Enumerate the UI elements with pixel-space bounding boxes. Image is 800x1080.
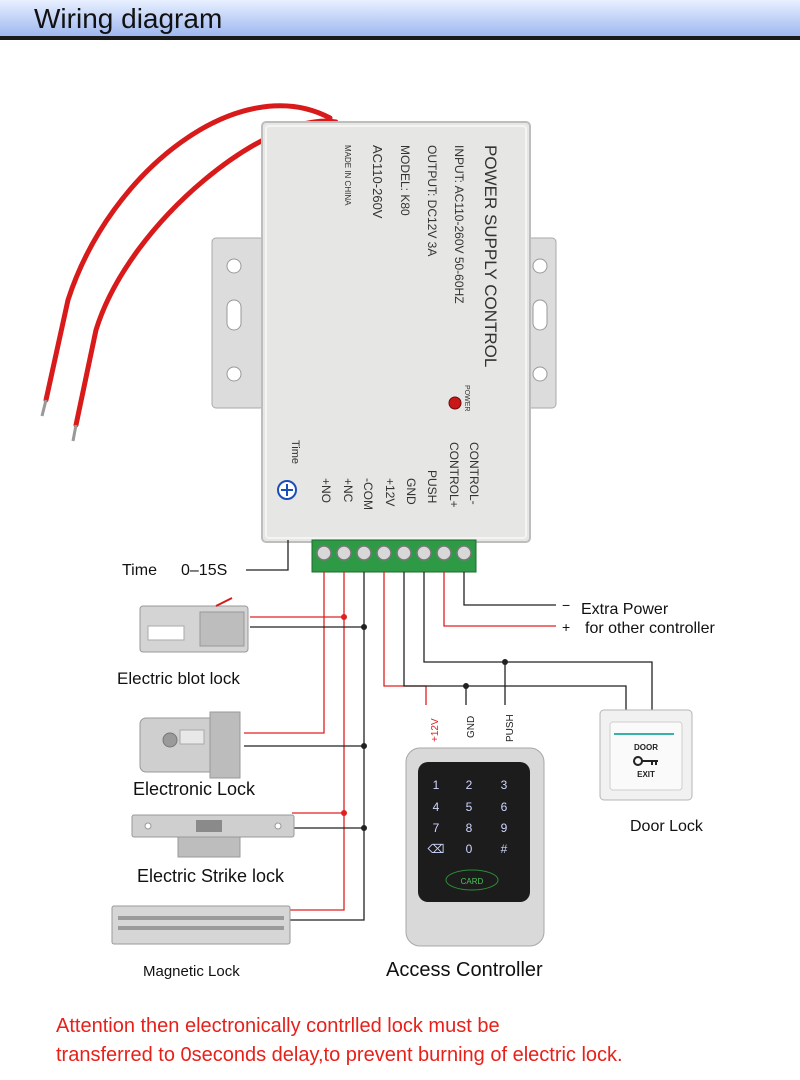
extra-power-plus: + <box>562 619 570 635</box>
key-6: 6 <box>501 800 508 814</box>
access-controller-label: Access Controller <box>386 959 543 981</box>
bolt-lock-image <box>139 597 249 653</box>
wire-label-push: PUSH <box>505 714 516 742</box>
key-0: 0 <box>466 842 473 856</box>
key-1: 1 <box>433 778 440 792</box>
strike-lock-label: Electric Strike lock <box>137 866 285 886</box>
key-4: 4 <box>433 800 440 814</box>
box-title: POWER SUPPLY CONTROL <box>481 145 500 367</box>
time-range-value: 0–15S <box>181 562 227 579</box>
key-2: 2 <box>466 778 473 792</box>
strike-lock-image <box>131 814 295 858</box>
door-lock-label: Door Lock <box>630 818 704 835</box>
key-hash: # <box>501 842 508 856</box>
exit-button-image <box>599 709 693 801</box>
terminal-control-minus: CONTROL- <box>467 442 481 505</box>
time-knob-icon <box>277 480 297 500</box>
header-bar: Wiring diagram <box>0 0 800 40</box>
terminal-com: -COM <box>361 478 375 510</box>
bolt-lock-label: Electric blot lock <box>117 669 240 688</box>
extra-power-minus: − <box>562 597 570 613</box>
time-range-label: Time <box>122 562 157 579</box>
key-back: ⌫ <box>428 842 445 856</box>
magnetic-lock-label: Magnetic Lock <box>143 963 240 980</box>
page-title: Wiring diagram <box>34 3 223 34</box>
terminal-gnd: GND <box>404 478 418 505</box>
magnetic-lock-image <box>111 905 291 945</box>
card-reader-label: CARD <box>461 877 484 886</box>
wire-tips <box>40 399 78 442</box>
terminal-block <box>311 539 477 573</box>
extra-power-label: Extra Power <box>581 601 669 618</box>
electronic-lock-image <box>139 711 241 779</box>
key-8: 8 <box>466 821 473 835</box>
box-made-in: MADE IN CHINA <box>343 145 352 206</box>
terminal-push: PUSH <box>425 470 439 503</box>
attention-line-2: transferred to 0seconds delay,to prevent… <box>56 1044 623 1066</box>
power-label: POWER <box>463 385 470 411</box>
time-leader-line <box>246 540 289 571</box>
keypad-keys: 1 2 3 4 5 6 7 8 9 ⌫ 0 # <box>428 778 508 856</box>
box-label-group: POWER SUPPLY CONTROL INPUT: AC110-260V 5… <box>343 145 500 367</box>
terminal-control-plus: CONTROL+ <box>447 442 461 508</box>
time-knob-label: Time <box>289 440 301 464</box>
wire-label-12v: +12V <box>430 718 441 742</box>
electronic-lock-label: Electronic Lock <box>133 779 256 799</box>
key-9: 9 <box>501 821 508 835</box>
key-5: 5 <box>466 800 473 814</box>
exit-button-bottom-text: EXIT <box>637 770 655 779</box>
terminal-12v: +12V <box>383 478 397 506</box>
attention-line-1: Attention then electronically contrlled … <box>56 1015 500 1037</box>
terminal-no: +NO <box>319 478 333 503</box>
box-output: OUTPUT: DC12V 3A <box>425 145 439 256</box>
terminal-labels: CONTROL- CONTROL+ PUSH GND +12V -COM +NC… <box>319 442 481 510</box>
key-3: 3 <box>501 778 508 792</box>
box-model: MODEL: K80 <box>398 145 412 216</box>
power-supply-box <box>261 121 531 543</box>
key-icon <box>633 756 658 766</box>
box-voltage: AC110-260V <box>370 145 385 219</box>
power-led-icon <box>448 396 462 410</box>
access-controller-image <box>405 747 545 947</box>
wiring-lines <box>244 572 653 921</box>
junction-dots <box>341 614 508 831</box>
key-7: 7 <box>433 821 440 835</box>
extra-power-sub-label: for other controller <box>585 620 716 637</box>
box-input: INPUT: AC110-260V 50-60HZ <box>452 145 466 304</box>
terminal-nc: +NC <box>341 478 355 503</box>
wire-label-gnd: GND <box>466 716 477 738</box>
exit-button-top-text: DOOR <box>634 743 658 752</box>
